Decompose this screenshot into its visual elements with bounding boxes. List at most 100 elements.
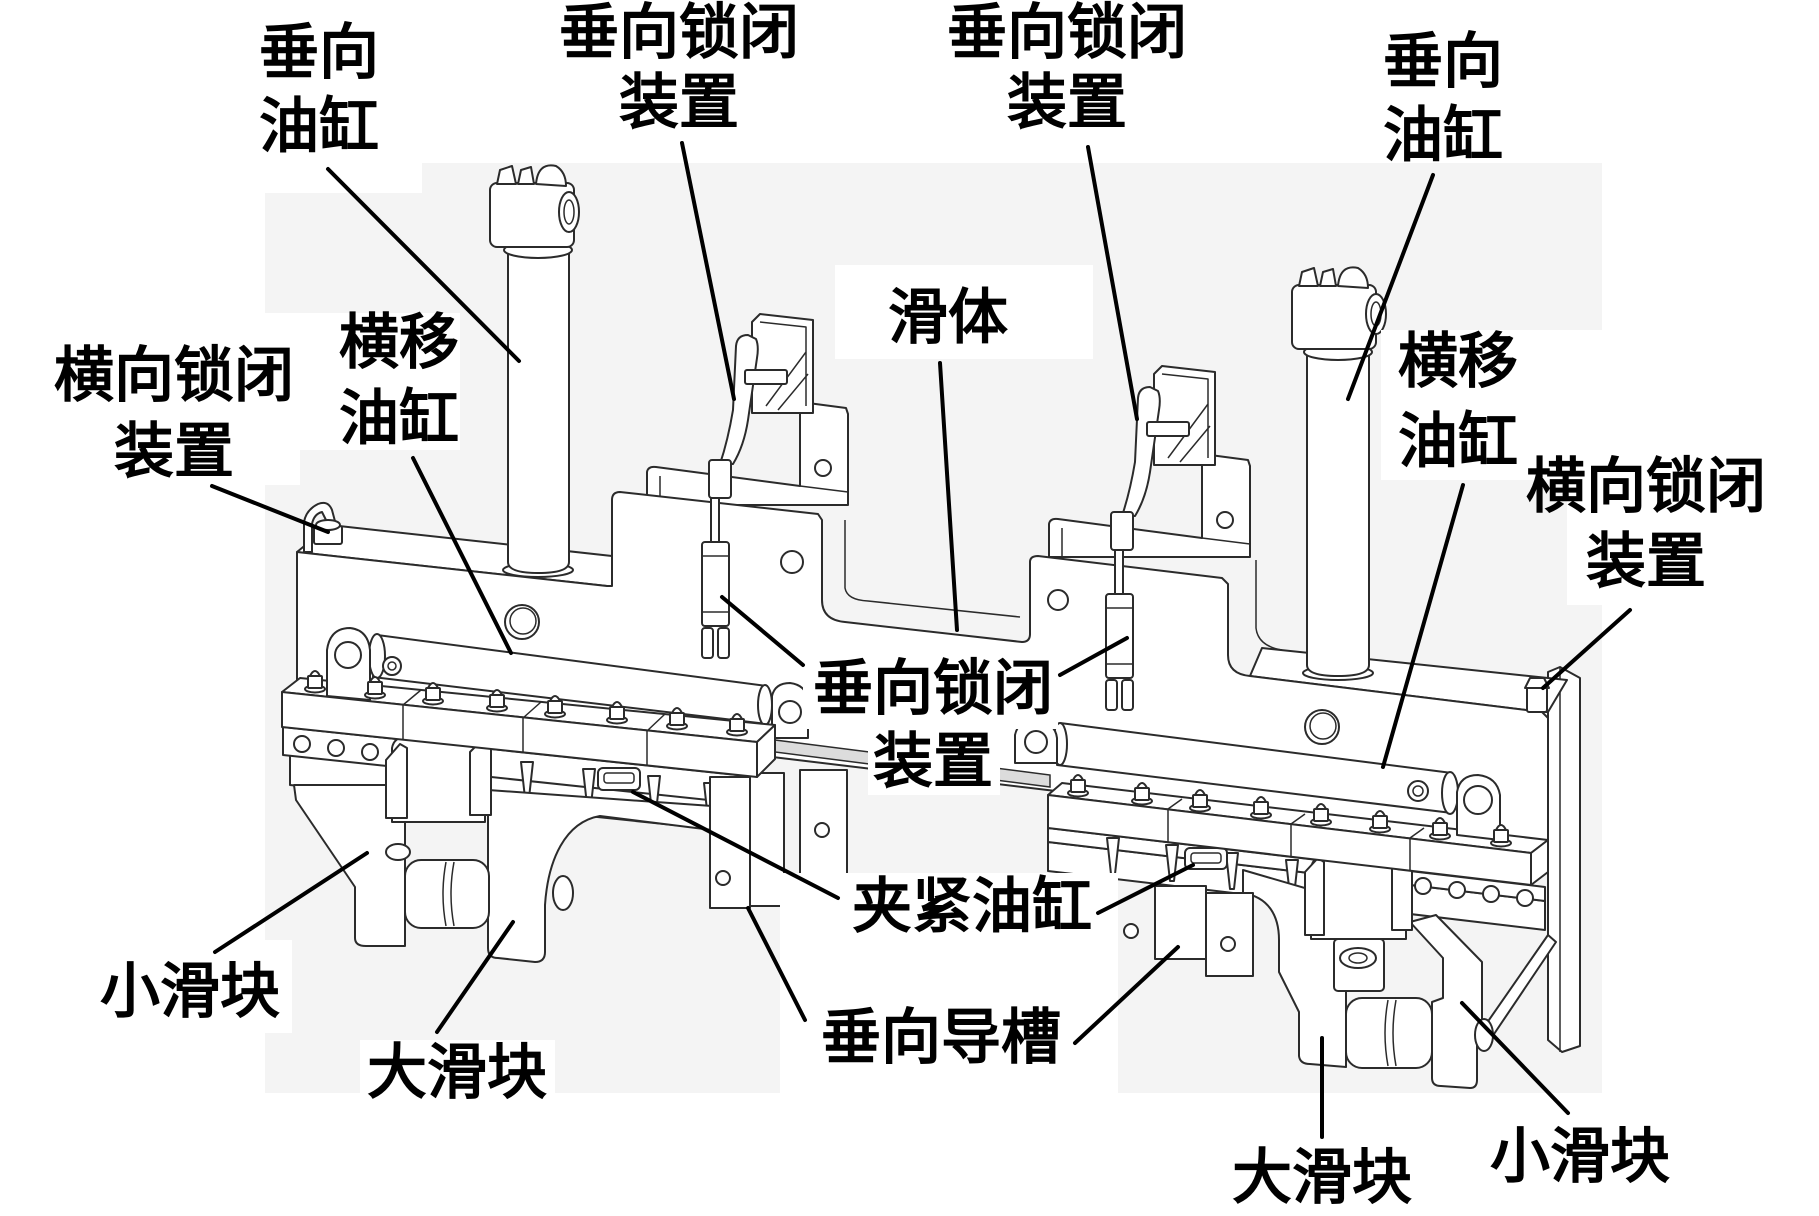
lock-pin-block <box>744 369 788 385</box>
label-bg <box>780 873 1118 1093</box>
roller-body <box>404 859 490 929</box>
label-vertical-lock-top-right: 垂向锁闭 装置 <box>917 0 1217 138</box>
mount-bolt <box>1216 511 1234 529</box>
leader-vertical-guide-groove-right <box>1073 945 1180 1045</box>
head-pin-boss <box>558 191 580 233</box>
label-bg <box>265 340 300 485</box>
bolt <box>1067 774 1089 798</box>
guide-plate <box>749 772 785 907</box>
label-small-slider-right: 小滑块 <box>1430 1120 1730 1194</box>
label-line: 小滑块 <box>1490 1122 1670 1192</box>
label-line: 油缸 <box>1383 101 1503 171</box>
label-line: 大滑块 <box>1232 1143 1412 1213</box>
leader-large-slider-left <box>435 920 515 1034</box>
rail-bolt <box>1516 889 1534 907</box>
label-line: 横移 <box>1398 327 1518 397</box>
mount-pin <box>334 641 362 669</box>
head-eye <box>535 164 567 187</box>
plate-back-edge <box>844 520 1283 651</box>
bracket-nut-inner <box>1348 952 1368 964</box>
slider-pin <box>552 875 574 911</box>
bolt-nut <box>489 694 505 708</box>
label-clamping-cylinder: 夹紧油缸 <box>822 870 1122 944</box>
plate-hole-inner <box>509 607 537 635</box>
guide-bolt <box>814 822 830 838</box>
bolt-cap <box>1495 824 1507 831</box>
rail-bolt <box>293 735 311 753</box>
bolt <box>1250 796 1272 820</box>
bolt-cap <box>369 676 381 683</box>
slider-bracket-left <box>385 736 492 823</box>
bolt <box>1429 817 1451 841</box>
roller-nut <box>385 843 411 861</box>
label-vertical-cylinder-left: 垂向 油缸 <box>169 16 469 164</box>
lock-cylinder-rod <box>1114 549 1124 595</box>
bolt-cap <box>1434 817 1446 824</box>
bolt-cap <box>1136 782 1148 789</box>
vertical-lock-cylinder-left <box>701 497 730 659</box>
slider-bracket-right <box>1304 849 1413 992</box>
bolt-cap <box>611 701 623 708</box>
clamping-cylinder-left <box>597 767 641 791</box>
bolt-nut <box>609 706 625 720</box>
right-end-bracket <box>1547 666 1581 1053</box>
lateral-lock-device-right <box>1524 677 1550 713</box>
bolt-nut <box>1192 794 1208 808</box>
label-line: 垂向锁闭 <box>559 0 799 68</box>
plate-hole <box>1047 589 1069 611</box>
rail-bolt <box>361 743 379 761</box>
label-bg <box>835 265 1093 359</box>
guide-bolt <box>1220 936 1236 952</box>
roller-right <box>1345 997 1433 1069</box>
vertical-guide-groove-right <box>1123 885 1254 977</box>
label-line: 夹紧油缸 <box>852 872 1092 942</box>
lock-hook-arm <box>719 334 759 465</box>
lock-cylinder-bands <box>702 555 729 613</box>
bolt <box>606 701 628 725</box>
leader-traverse-cylinder-left <box>411 456 513 655</box>
bolt <box>486 689 508 713</box>
bolt-cap <box>427 682 439 689</box>
cylinder-mount-right <box>1456 774 1501 841</box>
head-lug <box>496 165 517 185</box>
label-line: 垂向导槽 <box>821 1003 1061 1073</box>
leader-small-slider-right <box>1460 1001 1570 1115</box>
label-line: 横向锁闭 <box>1526 452 1766 522</box>
bolt <box>544 695 566 719</box>
label-backgrounds <box>263 163 1602 1093</box>
label-bg <box>265 163 422 193</box>
bolt-nut <box>1253 801 1269 815</box>
rail-bolt <box>1448 881 1466 899</box>
label-line: 滑体 <box>888 283 1008 353</box>
bolt <box>422 682 444 706</box>
label-vertical-cylinder-right: 垂向 油缸 <box>1293 25 1593 173</box>
bracket-lug <box>1304 857 1325 936</box>
end-bracket-plate <box>1547 666 1581 1053</box>
bolt-cap <box>1315 803 1327 810</box>
cylinder-end-ring <box>368 633 386 679</box>
head-lug <box>517 166 535 185</box>
label-bg <box>360 1040 555 1093</box>
bolt-cap <box>1255 796 1267 803</box>
vertical-lock-device-left <box>708 313 814 499</box>
roller-body <box>1345 997 1433 1069</box>
lock-pin-block <box>1146 421 1190 437</box>
bolt-cap <box>1072 774 1084 781</box>
wedge-clip <box>1225 852 1239 890</box>
label-line: 油缸 <box>1398 407 1518 477</box>
label-line: 垂向 <box>1383 27 1503 97</box>
clamp-slot <box>1190 852 1222 864</box>
bolt <box>1490 824 1512 848</box>
leader-vertical-guide-groove-left <box>746 906 807 1022</box>
label-large-slider-right: 大滑块 <box>1172 1141 1472 1215</box>
guide-bolt <box>715 870 731 886</box>
lock-cylinder-finger <box>1105 679 1118 711</box>
label-line: 小滑块 <box>100 957 280 1027</box>
guide-bolt <box>1123 923 1139 939</box>
leader-slide-body <box>938 361 959 632</box>
head-lug <box>1319 268 1337 287</box>
label-vertical-lock-top-left: 垂向锁闭 装置 <box>529 0 829 138</box>
bolt <box>1131 782 1153 806</box>
bolt-nut <box>1134 787 1150 801</box>
